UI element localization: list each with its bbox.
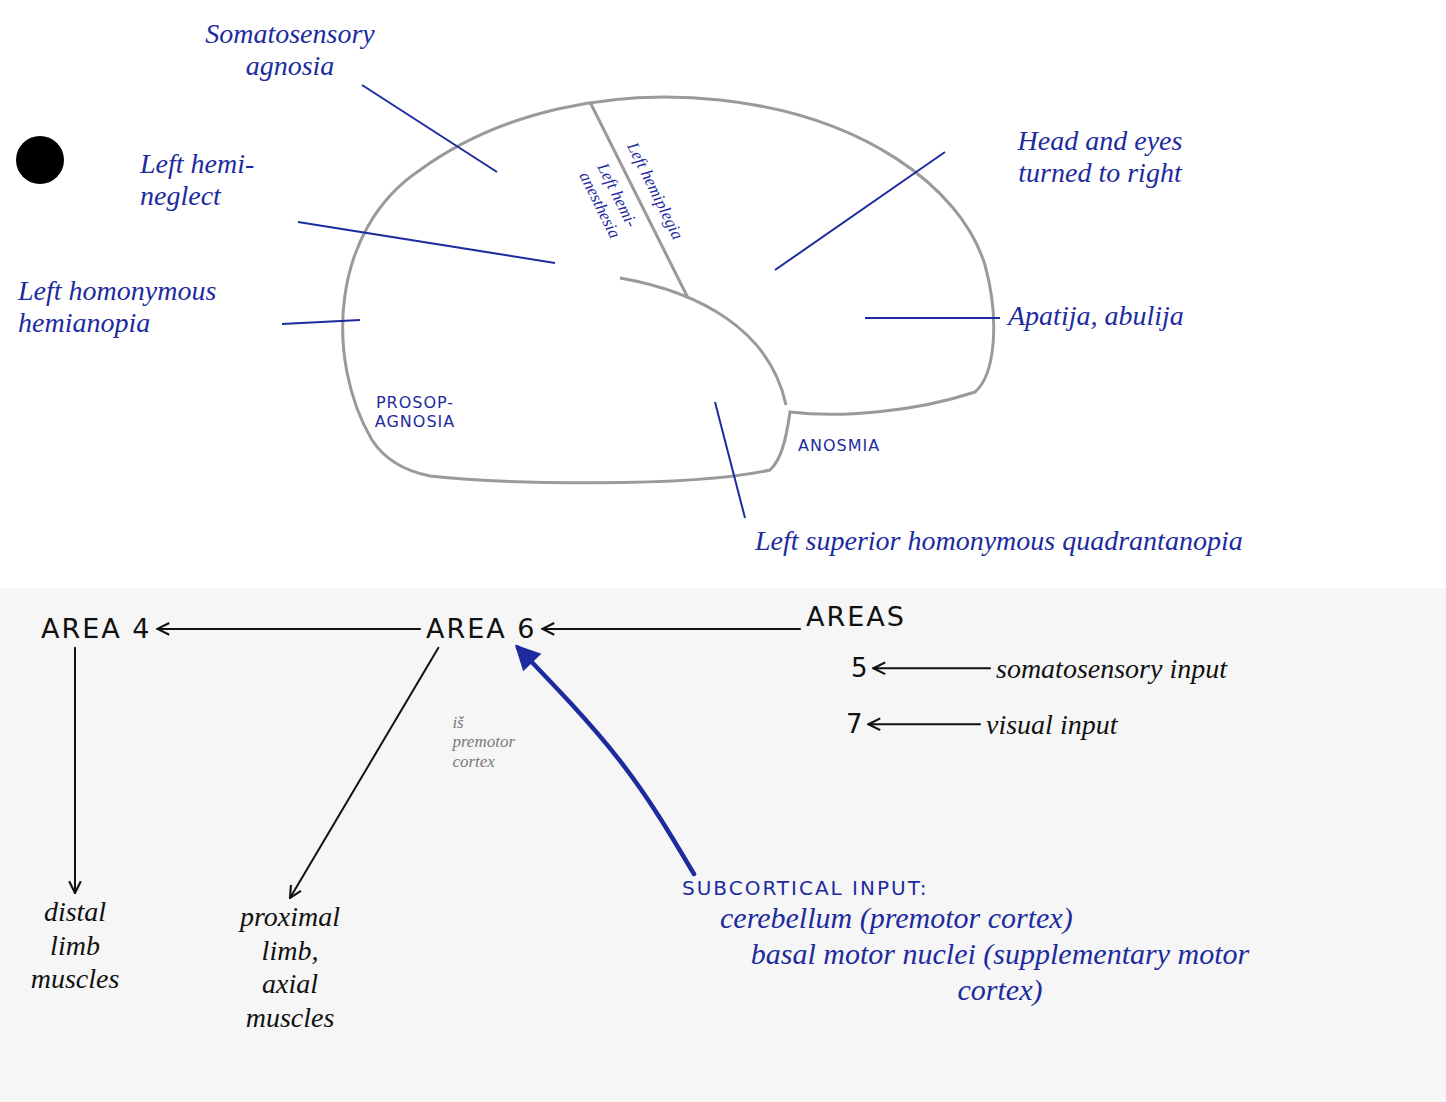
deficit-label: Apatija, abulija <box>1008 300 1184 332</box>
deficit-label: Head and eyes turned to right <box>990 125 1210 189</box>
subcortical-input-text: cerebellum (premotor cortex) <box>682 900 1280 936</box>
leader-line <box>775 152 945 270</box>
area-number-text: 5 <box>851 652 868 685</box>
deficit-label: PROSOP- AGNOSIA <box>365 393 465 431</box>
punch-hole <box>16 136 64 184</box>
brain-outline <box>343 97 994 483</box>
muscle-group: proximal limb, axial muscles <box>230 898 350 1036</box>
connector-arrow <box>869 723 980 725</box>
muscle-group-text: distal limb muscles <box>26 895 124 996</box>
area-number: 5 <box>845 650 874 687</box>
area-label-text: AREA 4 <box>41 612 152 646</box>
deficit-label: Left homonymous hemianopia <box>18 275 278 339</box>
area-label: AREA 6 <box>420 610 543 648</box>
leader-line <box>362 85 497 172</box>
leader-line <box>282 320 360 324</box>
leader-line <box>715 402 745 518</box>
deficit-label: Somatosensory agnosia <box>170 18 410 82</box>
muscle-group: distal limb muscles <box>20 893 130 998</box>
area-label: AREA 4 <box>35 610 158 648</box>
input-label-text: visual input <box>986 708 1117 742</box>
connector-arrow <box>874 667 990 669</box>
subcortical-input: SUBCORTICAL INPUT:cerebellum (premotor c… <box>676 874 1286 1010</box>
input-label: somatosensory input <box>990 650 1233 688</box>
lateral-sulcus <box>620 278 786 405</box>
connector-arrow <box>290 648 438 898</box>
muscle-group-text: proximal limb, axial muscles <box>236 900 344 1034</box>
deficit-label: ANOSMIA <box>798 436 880 455</box>
area-label-text: AREA 6 <box>426 612 537 646</box>
connector-arrow <box>158 628 420 630</box>
area-number-text: 7 <box>846 708 863 741</box>
edge-label: iš premotor cortex <box>452 713 524 772</box>
input-arrow <box>518 648 694 874</box>
deficit-label: Left superior homonymous quadrantanopia <box>755 525 1243 557</box>
area-number: 7 <box>840 706 869 743</box>
area-group-text: AREAS <box>806 600 906 634</box>
scan-ground <box>0 588 1446 1102</box>
leader-line <box>865 317 1000 319</box>
deficit-label: Left hemi- neglect <box>140 148 310 212</box>
leader-line <box>298 222 555 263</box>
input-label-text: somatosensory input <box>996 652 1227 686</box>
area-group: AREAS 5 7 <box>800 598 912 747</box>
subcortical-input-text: SUBCORTICAL INPUT: <box>682 876 1280 900</box>
subcortical-input-text: basal motor nuclei (supplementary motor … <box>682 936 1280 1008</box>
input-label: visual input <box>980 706 1123 744</box>
connector-arrow <box>74 648 76 893</box>
connector-arrow <box>543 628 800 630</box>
